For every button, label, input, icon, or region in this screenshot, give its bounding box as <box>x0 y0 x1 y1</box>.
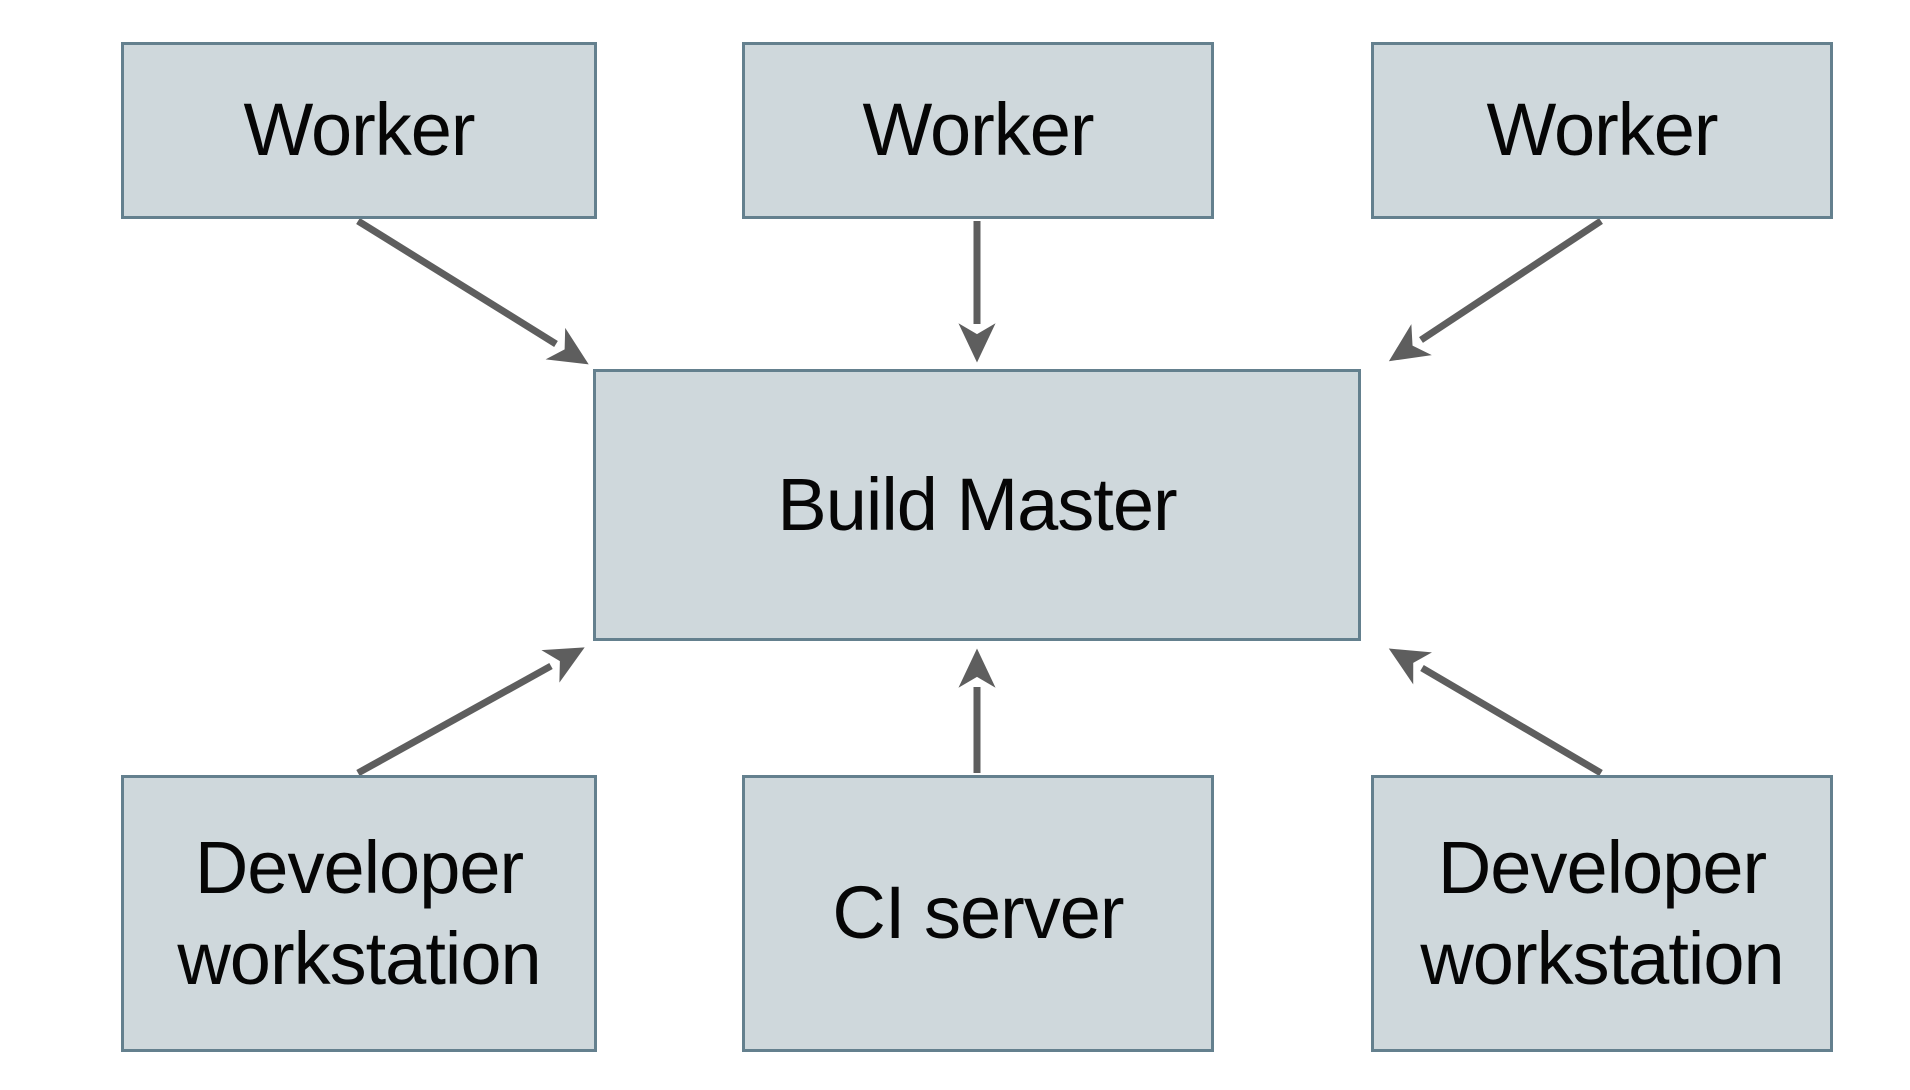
worker-3-label: Worker <box>1486 88 1718 172</box>
worker-2-box: Worker <box>742 42 1214 219</box>
build-master-label: Build Master <box>777 462 1177 546</box>
build-master-box: Build Master <box>593 369 1361 641</box>
developer-workstation-right-box: Developer workstation <box>1371 775 1833 1052</box>
arrow-worker1-to-build-master <box>356 218 589 365</box>
developer-workstation-left-label: Developer workstation <box>177 826 541 1000</box>
arrow-dev-left-to-build-master <box>356 647 585 777</box>
worker-3-box: Worker <box>1371 42 1833 219</box>
ci-server-box: CI server <box>742 775 1214 1052</box>
worker-1-label: Worker <box>243 88 475 172</box>
ci-server-label: CI server <box>832 871 1124 955</box>
developer-workstation-right-label: Developer workstation <box>1420 826 1784 1000</box>
worker-2-label: Worker <box>862 88 1094 172</box>
developer-workstation-left-box: Developer workstation <box>121 775 597 1052</box>
worker-1-box: Worker <box>121 42 597 219</box>
arrow-worker3-to-build-master <box>1388 218 1603 362</box>
arrow-dev-right-to-build-master <box>1388 648 1603 777</box>
